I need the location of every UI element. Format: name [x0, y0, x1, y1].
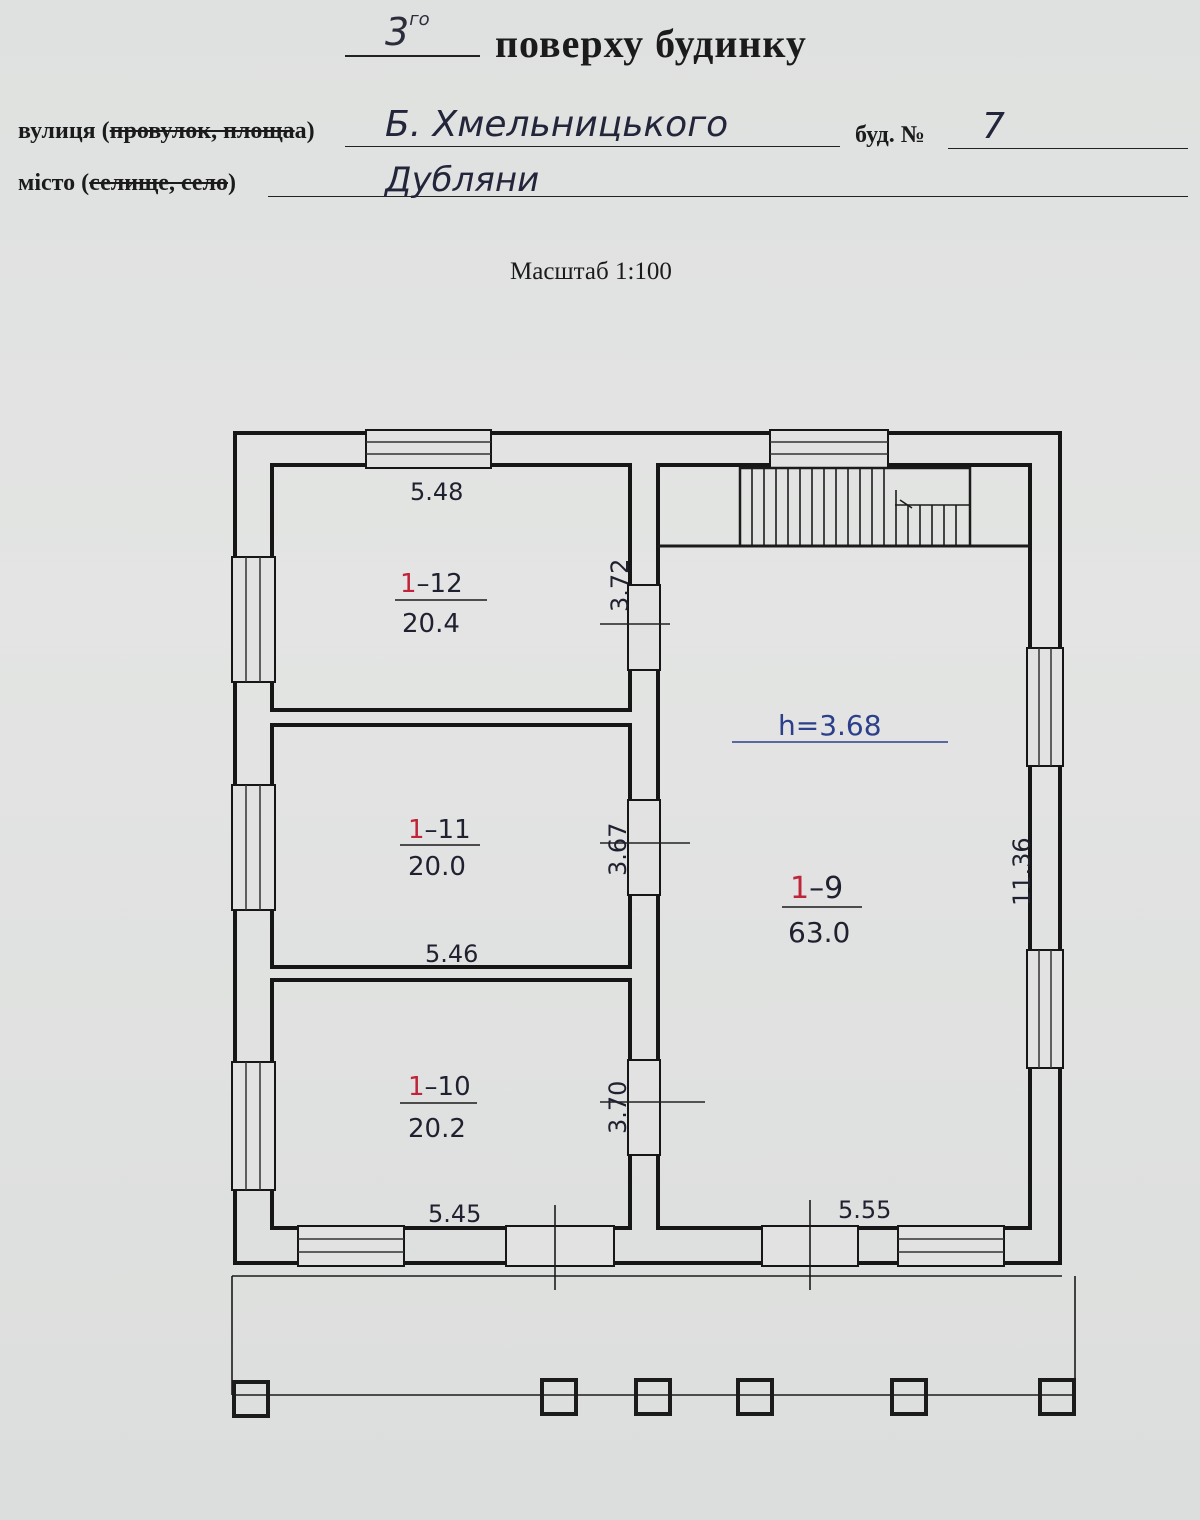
room-1-11-area: 20.0: [408, 852, 466, 882]
building-line: [948, 148, 1188, 149]
terrace: [231, 1200, 1076, 1418]
street-line: [345, 146, 840, 147]
document-title: поверху будинку: [495, 21, 807, 66]
building-value: 7: [982, 106, 1005, 147]
room-1-12-area: 20.4: [402, 609, 460, 639]
room-1-11-walls: [270, 723, 632, 969]
room-1-11-depth: 3.67: [604, 823, 632, 876]
city-line: [268, 196, 1188, 197]
building-label: буд. №: [855, 122, 925, 148]
room-1-9-depth: 11.36: [1008, 837, 1036, 906]
street-label: вулиця (провулок, площаа): [18, 118, 315, 144]
room-1-10-depth: 3.70: [604, 1081, 632, 1134]
room-1-11-number: 1–11: [408, 815, 471, 845]
room-1-9-area: 63.0: [788, 916, 850, 949]
room-1-10-walls: [270, 978, 632, 1230]
room-1-9-width: 5.55: [838, 1196, 891, 1224]
scale-label: Масштаб 1:100: [510, 258, 672, 285]
room-1-9-walls: [656, 463, 1032, 1230]
floor-number-line: [345, 55, 480, 57]
floor-number: 3го: [385, 9, 430, 54]
windows: [231, 429, 1064, 1267]
room-1-12-depth: 3.72: [606, 559, 634, 612]
room-1-12-number: 1–12: [400, 569, 463, 599]
room-1-10-area: 20.2: [408, 1114, 466, 1144]
city-label: місто (селище, село): [18, 170, 237, 196]
room-1-10-number: 1–10: [408, 1072, 471, 1102]
ceiling-height: h=3.68: [778, 709, 882, 742]
city-value: Дубляни: [385, 160, 540, 200]
room-1-11-width: 5.46: [425, 940, 478, 968]
room-1-12-width: 5.48: [410, 478, 463, 506]
staircase: [658, 466, 1030, 548]
doors: [600, 584, 705, 1156]
room-1-9-number: 1–9: [790, 871, 843, 906]
street-value: Б. Хмельницького: [385, 104, 729, 145]
area-fraction-lines: [395, 599, 862, 1104]
room-1-10-width: 5.45: [428, 1200, 481, 1228]
